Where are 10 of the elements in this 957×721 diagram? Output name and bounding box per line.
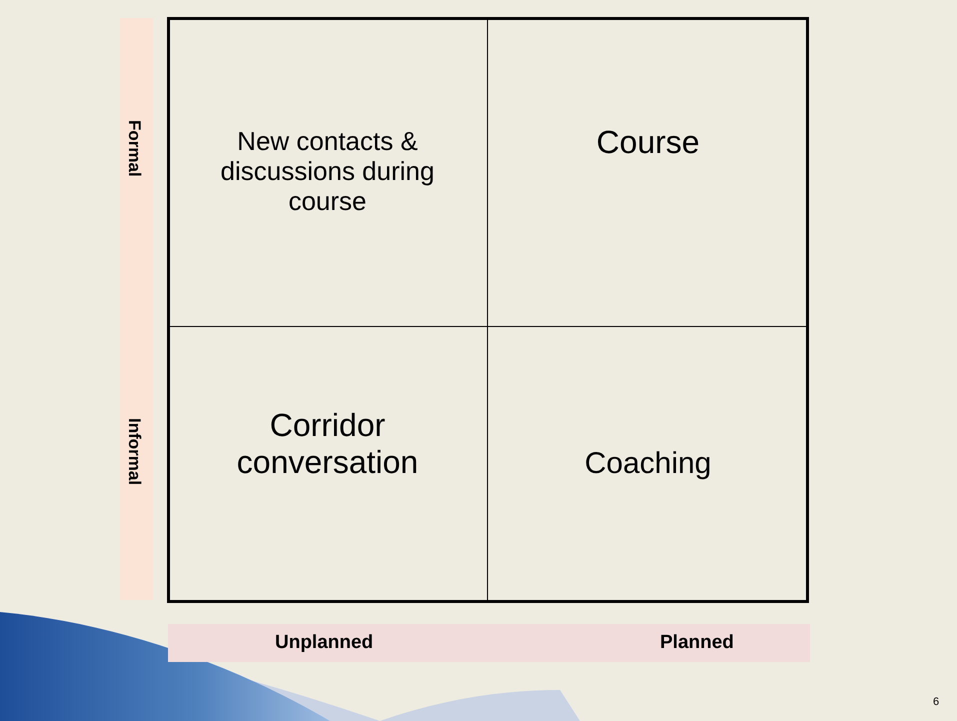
axis-label: Formal (124, 120, 144, 177)
quadrant-label: Coaching (584, 446, 712, 482)
axis-label: Unplanned (275, 632, 374, 654)
quadrant-label: Course (596, 124, 700, 160)
quadrant-label: New contacts & discussions during course (220, 127, 436, 217)
page-number: 6 (933, 696, 940, 708)
quadrant-label: Corridor conversation (236, 407, 420, 481)
axis-label: Planned (660, 632, 734, 654)
quadrant-cell (168, 18, 488, 327)
axis-label: Informal (124, 418, 144, 486)
